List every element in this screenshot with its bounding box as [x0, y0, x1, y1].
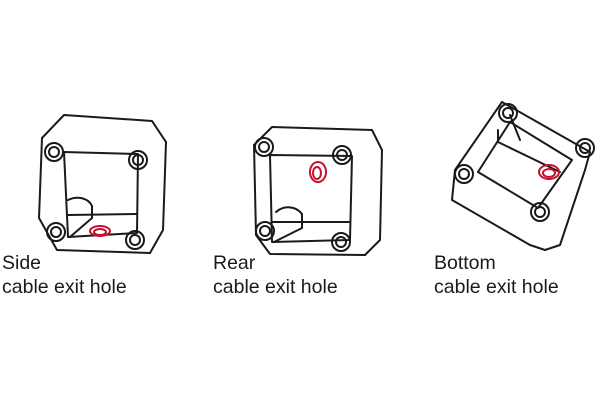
rear-corner-screw-bl	[255, 221, 275, 241]
bottom-corner-screw-left	[454, 164, 474, 184]
rear-caption-line2: cable exit hole	[213, 276, 338, 298]
rear-caption-line1: Rear	[213, 252, 256, 274]
rear-corner-screw-tr	[332, 145, 352, 165]
side-caption-line2: cable exit hole	[2, 276, 127, 298]
rear-corner-screw-tl	[254, 137, 274, 157]
side-caption-line1: Side	[2, 252, 42, 274]
rear-caption: Rear cable exit hole	[213, 251, 338, 299]
bottom-exit-box-illustration	[451, 101, 591, 251]
bottom-corner-screw-bottom	[530, 202, 550, 222]
side-caption: Side cable exit hole	[2, 251, 127, 299]
side-corner-screw-br	[125, 230, 145, 250]
bottom-cable-exit-hole	[538, 164, 560, 180]
side-cable-exit-hole	[89, 225, 111, 237]
rear-corner-screw-br	[331, 232, 351, 252]
side-corner-screw-tl	[44, 142, 64, 162]
bottom-corner-screw-top	[498, 103, 518, 123]
rear-cable-exit-hole	[309, 161, 327, 183]
bottom-caption-line1: Bottom	[434, 252, 496, 274]
bottom-caption: Bottom cable exit hole	[434, 251, 559, 299]
side-corner-screw-tr	[128, 150, 148, 170]
bottom-corner-screw-right	[575, 138, 595, 158]
bottom-caption-line2: cable exit hole	[434, 276, 559, 298]
rear-exit-box-illustration	[253, 126, 383, 256]
side-exit-box-illustration	[38, 114, 167, 254]
side-corner-screw-bl	[46, 222, 66, 242]
